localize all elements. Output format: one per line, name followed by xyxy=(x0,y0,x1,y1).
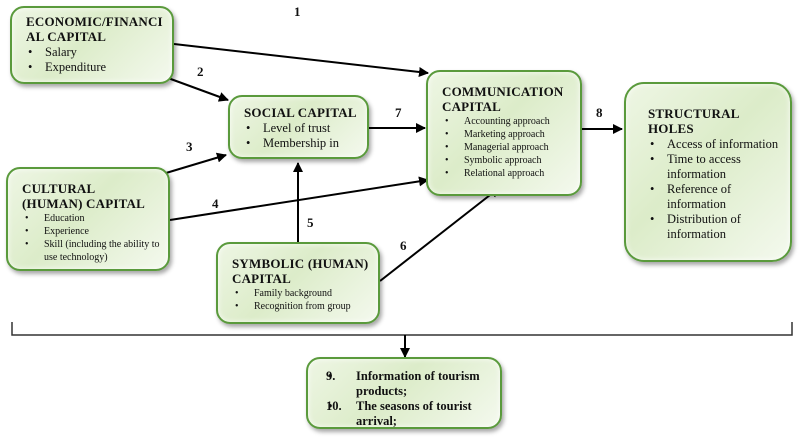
result-item-number: 10. xyxy=(326,399,342,413)
arrow-label-5: 5 xyxy=(307,215,314,230)
symbolic-items: Family background Recognition from group xyxy=(232,287,370,313)
list-item: Salary xyxy=(26,45,164,60)
list-item: Time to access information xyxy=(648,152,782,182)
arrow-label-4: 4 xyxy=(212,196,219,211)
result-item-number: 9. xyxy=(326,369,336,383)
social-capital-box: SOCIAL CAPITAL Level of trust Membership… xyxy=(228,95,369,159)
result-items: 9. Information of tourism products; 10. … xyxy=(326,369,492,429)
economic-box-title: ECONOMIC/FINANCI AL CAPITAL xyxy=(26,14,164,44)
list-item: Experience xyxy=(22,225,160,238)
list-item: Access of information xyxy=(648,137,782,152)
list-item: Expenditure xyxy=(26,60,164,75)
structural-items: Access of information Time to access inf… xyxy=(648,137,782,242)
communication-box-title: COMMUNICATION CAPITAL xyxy=(442,84,572,114)
list-item: Distribution of information xyxy=(648,212,782,242)
symbolic-title-line2: CAPITAL xyxy=(232,271,291,286)
economic-financial-capital-box: ECONOMIC/FINANCI AL CAPITAL Salary Expen… xyxy=(10,6,174,84)
structural-box-title: STRUCTURAL HOLES xyxy=(648,106,782,136)
arrow-label-7: 7 xyxy=(395,105,402,120)
symbolic-box-title: SYMBOLIC (HUMAN) CAPITAL xyxy=(232,256,370,286)
arrow-2 xyxy=(167,77,229,102)
list-item: Education xyxy=(22,212,160,225)
cultural-title-line1: CULTURAL xyxy=(22,181,96,196)
arrow-1 xyxy=(173,43,429,77)
list-item: Level of trust xyxy=(244,121,359,136)
structural-title-line1: STRUCTURAL xyxy=(648,106,740,121)
structural-title-line2: HOLES xyxy=(648,121,694,136)
arrow-label-2: 2 xyxy=(197,64,204,79)
arrow-label-8: 8 xyxy=(596,105,603,120)
list-item: Membership in xyxy=(244,136,359,151)
list-item: Reference of information xyxy=(648,182,782,212)
economic-title-line2: AL CAPITAL xyxy=(26,29,107,44)
cultural-items: Education Experience Skill (including th… xyxy=(22,212,160,264)
economic-title-line1: ECONOMIC/FINANCI xyxy=(26,14,163,29)
arrow-label-1: 1 xyxy=(294,4,301,19)
symbolic-title-line1: SYMBOLIC (HUMAN) xyxy=(232,256,369,271)
cultural-box-title: CULTURAL (HUMAN) CAPITAL xyxy=(22,181,160,211)
arrow-6 xyxy=(379,187,500,282)
social-items: Level of trust Membership in xyxy=(244,121,359,151)
symbolic-human-capital-box: SYMBOLIC (HUMAN) CAPITAL Family backgrou… xyxy=(216,242,380,324)
list-item: Family background xyxy=(232,287,370,300)
communication-capital-box: COMMUNICATION CAPITAL Accounting approac… xyxy=(426,70,582,196)
list-item: 10. The seasons of tourist arrival; xyxy=(326,399,492,429)
list-item: Marketing approach xyxy=(442,128,572,141)
communication-title-line2: CAPITAL xyxy=(442,99,501,114)
social-box-title: SOCIAL CAPITAL xyxy=(244,105,357,120)
communication-title-line1: COMMUNICATION xyxy=(442,84,564,99)
list-item: Recognition from group xyxy=(232,300,370,313)
result-item-text: Information of tourism products; xyxy=(356,369,480,398)
result-item-text: The seasons of tourist arrival; xyxy=(356,399,472,428)
communication-items: Accounting approach Marketing approach M… xyxy=(442,115,572,180)
bracket-line xyxy=(11,322,793,336)
cultural-title-line2: (HUMAN) CAPITAL xyxy=(22,196,145,211)
list-item: 9. Information of tourism products; xyxy=(326,369,492,399)
list-item: Managerial approach xyxy=(442,141,572,154)
structural-holes-box: STRUCTURAL HOLES Access of information T… xyxy=(624,82,792,262)
list-item: Symbolic approach xyxy=(442,154,572,167)
list-item: Accounting approach xyxy=(442,115,572,128)
list-item: Relational approach xyxy=(442,167,572,180)
arrow-3 xyxy=(165,152,227,174)
result-box: 9. Information of tourism products; 10. … xyxy=(306,357,502,429)
arrow-label-6: 6 xyxy=(400,238,407,253)
cultural-human-capital-box: CULTURAL (HUMAN) CAPITAL Education Exper… xyxy=(6,167,170,271)
list-item: Skill (including the ability to use tech… xyxy=(22,238,160,264)
economic-items: Salary Expenditure xyxy=(26,45,164,75)
arrow-label-3: 3 xyxy=(186,139,193,154)
